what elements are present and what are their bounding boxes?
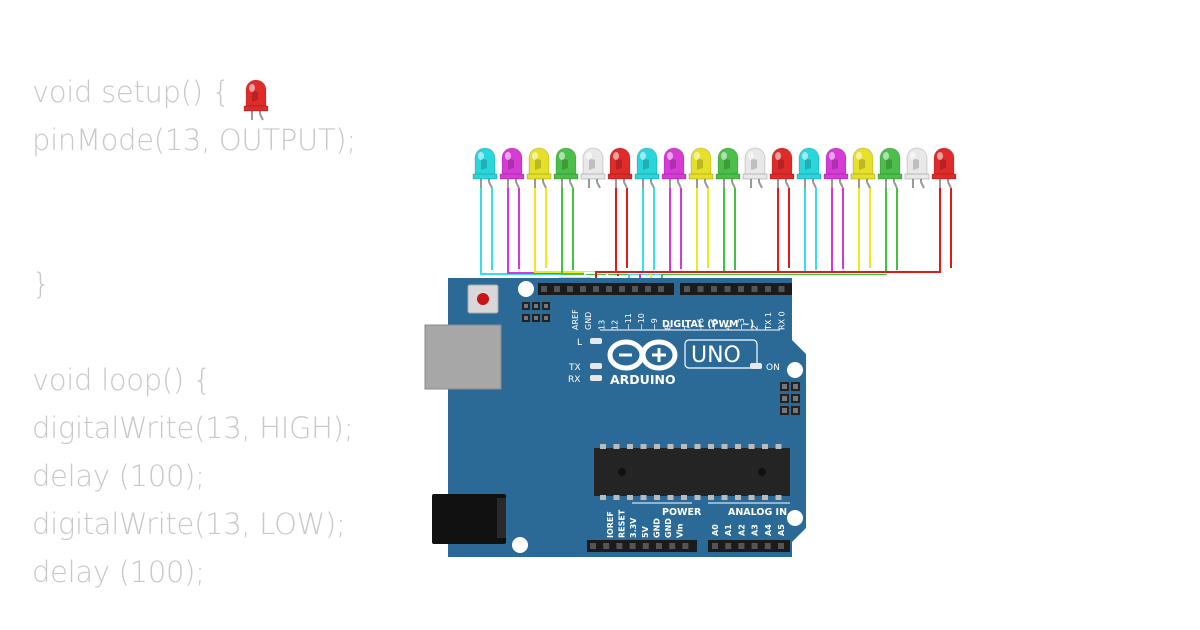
analog-header (708, 540, 790, 552)
led[interactable] (580, 147, 606, 189)
pin-label: TX 1 (764, 312, 773, 331)
power-jack (432, 494, 506, 544)
led[interactable] (688, 147, 714, 189)
pin-label: GND (584, 312, 593, 330)
pin-label: 7 (683, 325, 692, 330)
icsp-header-left (522, 302, 550, 322)
led[interactable] (243, 79, 269, 121)
pin-label: 2 (751, 325, 760, 330)
led-row (472, 147, 957, 189)
led[interactable] (499, 147, 525, 189)
l-led (590, 338, 602, 344)
led[interactable] (715, 147, 741, 189)
pin-label: A0 (711, 524, 720, 536)
pin-label: RX 0 (778, 311, 787, 330)
chip-legs (600, 444, 782, 500)
reset-button-cap[interactable] (477, 293, 489, 305)
tx-led (590, 363, 602, 369)
code-line: void loop() { (32, 363, 211, 397)
pin-label: 5V (641, 525, 650, 538)
mounting-hole (787, 362, 803, 378)
pin-label: GND (652, 518, 661, 538)
pin-label: 8 (663, 325, 672, 330)
mounting-hole (787, 510, 803, 526)
pin-label: IOREF (606, 511, 615, 538)
code-line: digitalWrite(13, HIGH); (32, 411, 354, 445)
pin-label: GND (664, 518, 673, 538)
wire-bundle (480, 188, 952, 287)
led[interactable] (877, 147, 903, 189)
l-label: L (577, 338, 582, 348)
led[interactable] (823, 147, 849, 189)
pin-label: AREF (571, 309, 580, 330)
microcontroller-chip (594, 448, 790, 496)
pin-label: Vin (676, 523, 685, 538)
brand-label: ARDUINO (610, 372, 676, 387)
chip-dot (758, 468, 766, 476)
led[interactable] (526, 147, 552, 189)
pin-label: 3.3V (629, 517, 638, 538)
code-line: } (32, 267, 51, 301)
pin-label: A2 (737, 524, 746, 536)
led[interactable] (634, 147, 660, 189)
uno-badge (684, 339, 758, 369)
pin-label: 12 (611, 320, 620, 330)
led[interactable] (796, 147, 822, 189)
pin-label: ~6 (697, 318, 706, 330)
pin-label: A4 (764, 524, 773, 536)
pin-label: RESET (618, 509, 627, 538)
led[interactable] (661, 147, 687, 189)
power-jack-edge (497, 498, 506, 538)
chip-dot (618, 468, 626, 476)
pin-label: A1 (724, 524, 733, 536)
tx-label: TX (568, 363, 581, 373)
arduino-infinity-logo-icon (607, 339, 678, 371)
code-line: delay (100); (32, 555, 205, 589)
code-line: digitalWrite(13, LOW); (32, 507, 346, 541)
digital-header-right (680, 283, 792, 295)
pin-label: A5 (777, 524, 786, 536)
pin-label: ~9 (650, 318, 659, 330)
led[interactable] (931, 147, 957, 189)
pin-label: ~5 (710, 318, 719, 330)
code-line: pinMode(13, OUTPUT); (32, 123, 356, 157)
power-header-label: POWER (662, 507, 702, 518)
code-line: delay (100); (32, 459, 205, 493)
led[interactable] (850, 147, 876, 189)
icsp-header-right (780, 382, 800, 415)
led[interactable] (472, 147, 498, 189)
pin-label: A3 (751, 524, 760, 536)
rx-label: RX (568, 375, 580, 385)
led[interactable] (769, 147, 795, 189)
led[interactable] (742, 147, 768, 189)
digital-pin-holes (541, 286, 785, 292)
bottom-pin-holes (590, 543, 784, 549)
wire (595, 188, 941, 287)
on-label: ON (766, 363, 780, 373)
on-led (750, 363, 762, 369)
led[interactable] (553, 147, 579, 189)
model-label: UNO (691, 343, 741, 368)
rx-led (590, 375, 602, 381)
led[interactable] (904, 147, 930, 189)
pin-label: 4 (724, 325, 733, 330)
mounting-hole (512, 537, 528, 553)
pin-label: ~11 (624, 313, 633, 330)
digital-header-label: DIGITAL (PWM ~) (662, 319, 754, 330)
pin-label: ~10 (637, 313, 646, 330)
pin-label: 13 (597, 320, 606, 330)
mounting-hole (518, 281, 534, 297)
digital-pin-labels: AREF GND 13 12 ~11 ~10 ~9 8 7 ~6 ~5 4 ~3 2 TX 1 RX 0 (571, 309, 787, 331)
usb-port (424, 324, 502, 390)
code-line: void setup() { (32, 75, 230, 109)
analog-header-label: ANALOG IN (728, 507, 787, 518)
standalone-red-led[interactable] (243, 79, 269, 121)
pin-label: ~3 (737, 318, 746, 330)
arduino-uno-board[interactable]: AREF GND 13 12 ~11 ~10 ~9 8 7 ~6 ~5 4 ~3 2 TX 1 RX 0 DI… (424, 278, 806, 557)
led[interactable] (607, 147, 633, 189)
